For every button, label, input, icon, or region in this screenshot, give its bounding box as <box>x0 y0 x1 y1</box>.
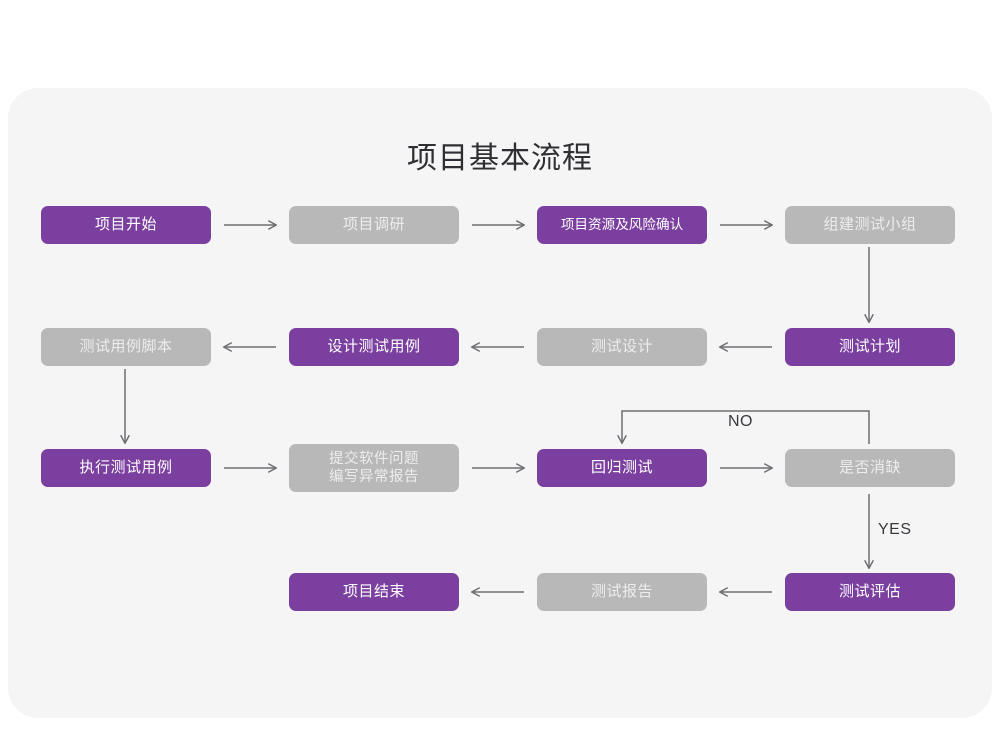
node-submit-bug-report[interactable]: 提交软件问题 编写异常报告 <box>289 444 459 492</box>
node-project-end[interactable]: 项目结束 <box>289 573 459 611</box>
node-execute-test-cases[interactable]: 执行测试用例 <box>41 449 211 487</box>
node-test-evaluation[interactable]: 测试评估 <box>785 573 955 611</box>
node-test-case-script[interactable]: 测试用例脚本 <box>41 328 211 366</box>
node-test-plan[interactable]: 测试计划 <box>785 328 955 366</box>
node-design-test-cases[interactable]: 设计测试用例 <box>289 328 459 366</box>
node-resource-risk-confirm[interactable]: 项目资源及风险确认 <box>537 206 707 244</box>
diagram-card <box>8 88 992 718</box>
node-test-design[interactable]: 测试设计 <box>537 328 707 366</box>
edge-label-no: NO <box>728 413 753 430</box>
node-build-test-team[interactable]: 组建测试小组 <box>785 206 955 244</box>
node-test-report[interactable]: 测试报告 <box>537 573 707 611</box>
node-regression-test[interactable]: 回归测试 <box>537 449 707 487</box>
edge-label-yes: YES <box>878 521 912 538</box>
page-title: 项目基本流程 <box>407 142 593 175</box>
node-project-start[interactable]: 项目开始 <box>41 206 211 244</box>
node-project-research[interactable]: 项目调研 <box>289 206 459 244</box>
node-defect-cleared[interactable]: 是否消缺 <box>785 449 955 487</box>
